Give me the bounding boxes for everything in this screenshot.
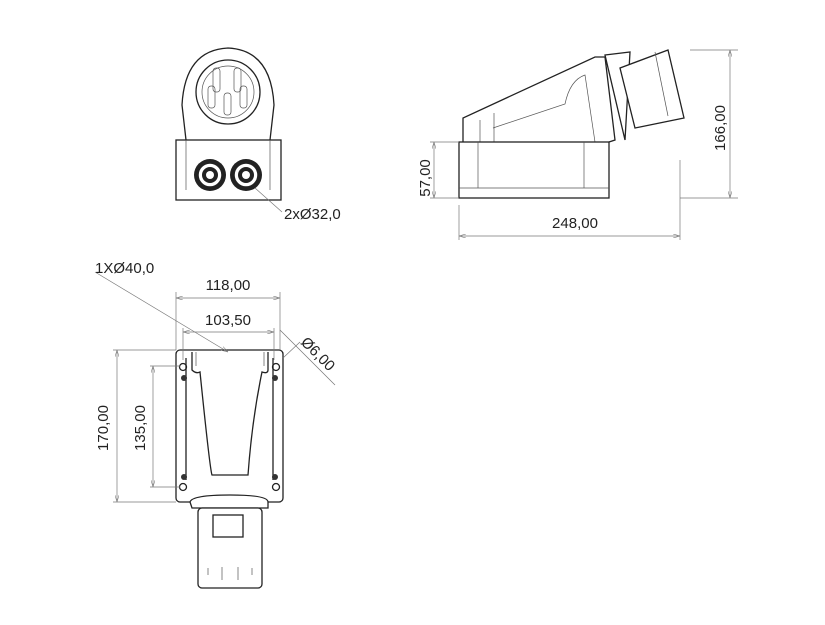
dim-width-holes: 103,50 [205, 312, 251, 329]
entry-label: 1XØ40,0 [95, 260, 154, 277]
plug-body-top [197, 507, 263, 589]
side-base [458, 141, 610, 199]
housing-outline [191, 352, 269, 476]
dim-length-holes: 135,00 [132, 405, 149, 451]
socket-housing [181, 47, 275, 141]
base-box [175, 139, 282, 201]
contact-pins [207, 67, 248, 116]
front-view: 2xØ32,0 [175, 47, 341, 223]
socket-face [195, 59, 261, 125]
dim-total-length: 248,00 [552, 215, 598, 232]
plug-collar [189, 494, 269, 509]
plug-label-window [212, 514, 244, 538]
top-view: 118,00 103,50 170,00 135,00 1XØ40,0 Ø6,0… [94, 260, 338, 589]
socket-body [462, 56, 616, 143]
dim-length-outer: 170,00 [95, 405, 112, 451]
dim-hole-diameter: Ø6,00 [297, 334, 338, 375]
cable-gland-left [194, 159, 226, 191]
plug-body [619, 49, 685, 129]
gland-label: 2xØ32,0 [284, 206, 341, 223]
cable-gland-right [230, 159, 262, 191]
side-view: 57,00 166,00 248,00 [417, 49, 738, 240]
mounting-holes [178, 362, 281, 492]
dim-base-height: 57,00 [417, 159, 434, 197]
dim-total-height: 166,00 [712, 105, 729, 151]
dim-width-outer: 118,00 [206, 277, 251, 294]
